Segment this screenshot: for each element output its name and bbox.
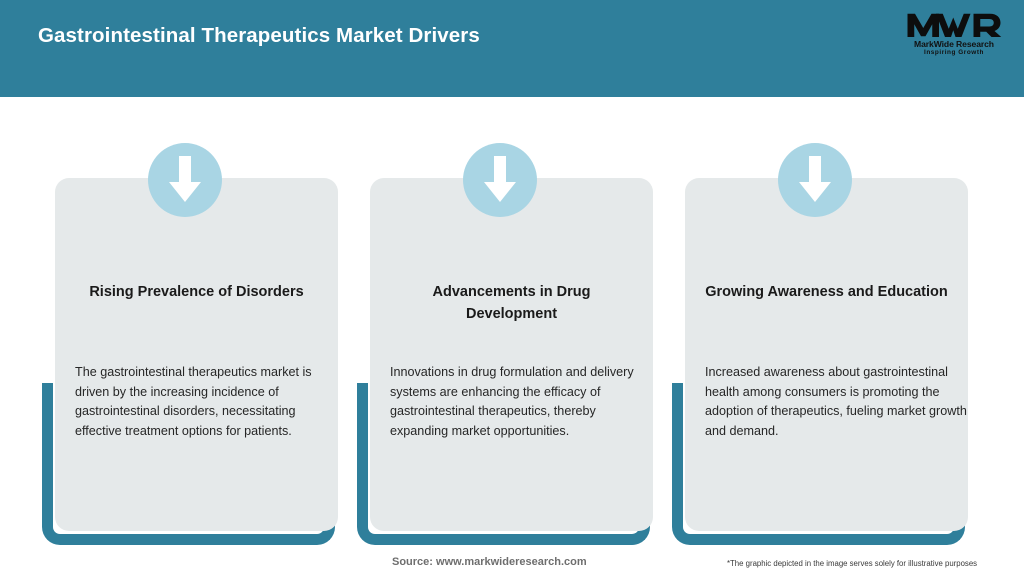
card-surface: Growing Awareness and Education Increase… <box>685 178 968 531</box>
card-title: Advancements in Drug Development <box>432 284 591 322</box>
mwr-logo-icon <box>907 13 1002 37</box>
down-arrow-icon <box>463 143 537 217</box>
driver-card-3[interactable]: Growing Awareness and Education Increase… <box>672 143 987 545</box>
logo-tagline: Inspiring Growth <box>924 49 984 56</box>
card-body-text: Innovations in drug formulation and deli… <box>390 365 634 438</box>
card-title: Rising Prevalence of Disorders <box>89 284 304 300</box>
brand-logo: MarkWide Research Inspiring Growth <box>906 10 1002 62</box>
down-arrow-glyph <box>484 156 516 202</box>
driver-card-1[interactable]: Rising Prevalence of Disorders The gastr… <box>42 143 357 545</box>
driver-card-2[interactable]: Advancements in Drug Development Innovat… <box>357 143 672 545</box>
page-title: Gastrointestinal Therapeutics Market Dri… <box>38 24 480 47</box>
card-title: Growing Awareness and Education <box>705 284 948 300</box>
down-arrow-icon <box>778 143 852 217</box>
header-bar: Gastrointestinal Therapeutics Market Dri… <box>0 0 1024 97</box>
down-arrow-icon <box>148 143 222 217</box>
card-surface: Advancements in Drug Development Innovat… <box>370 178 653 531</box>
card-body-text: The gastrointestinal therapeutics market… <box>75 365 312 438</box>
down-arrow-glyph <box>169 156 201 202</box>
card-body-text: Increased awareness about gastrointestin… <box>705 365 967 438</box>
source-label: Source: www.markwideresearch.com <box>392 556 587 568</box>
down-arrow-glyph <box>799 156 831 202</box>
card-surface: Rising Prevalence of Disorders The gastr… <box>55 178 338 531</box>
disclaimer-label: *The graphic depicted in the image serve… <box>727 559 978 568</box>
logo-company-name: MarkWide Research <box>914 39 994 49</box>
